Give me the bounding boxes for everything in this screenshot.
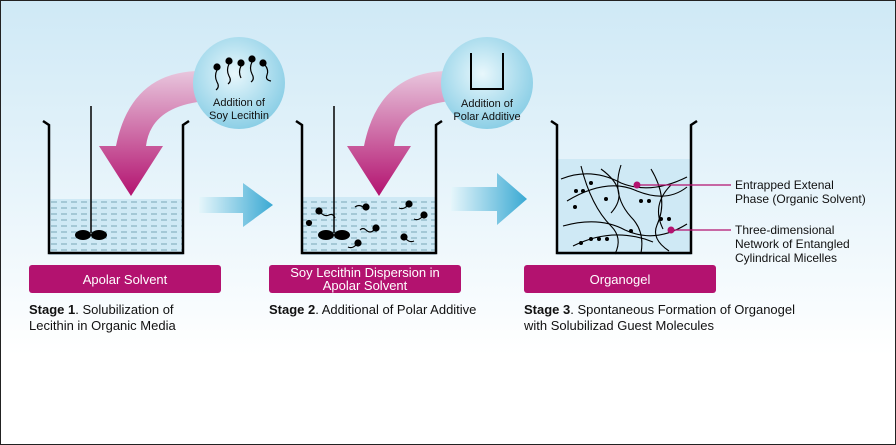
- guest-molecules: [573, 181, 671, 245]
- beaker-2: [295, 106, 443, 255]
- curved-arrow-1: [99, 71, 206, 196]
- beaker-1-label: Apolar Solvent: [29, 265, 221, 293]
- flow-arrow-1: [199, 183, 273, 227]
- stage-2-caption: Stage 2. Additional of Polar Additive: [269, 302, 477, 317]
- stage-3-caption: Stage 3. Spontaneous Formation of Organo…: [524, 302, 796, 333]
- beaker-3: [550, 119, 731, 255]
- lecithin-molecules: [305, 200, 428, 249]
- micelle-network: [560, 164, 688, 255]
- bubble-polar-additive: [441, 37, 533, 129]
- flow-arrow-2: [451, 173, 527, 225]
- lecithin-icon: [213, 55, 272, 91]
- container-icon: [470, 53, 504, 90]
- beaker-3-label: Organogel: [524, 265, 716, 293]
- curved-arrow-2: [347, 71, 451, 196]
- beaker-1: [42, 106, 190, 255]
